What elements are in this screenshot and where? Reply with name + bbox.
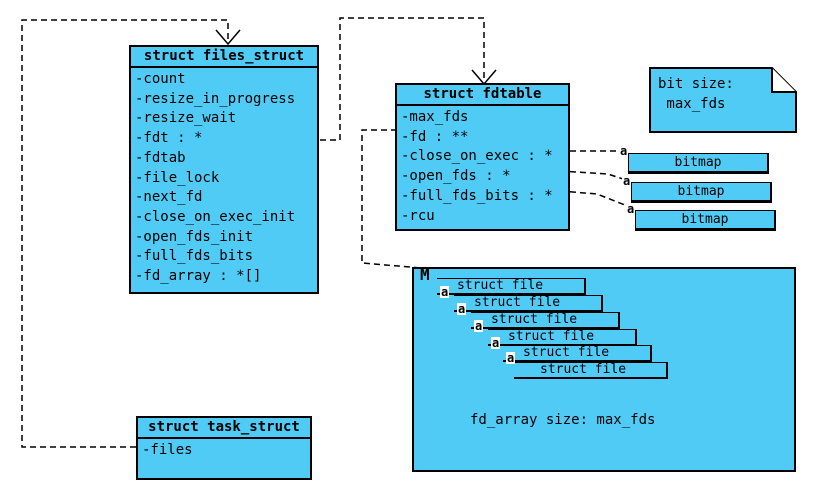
- task-struct-title: struct task_struct: [138, 418, 310, 439]
- struct-file-label: struct file: [508, 329, 595, 344]
- field-fdtable-0: -max_fds: [401, 109, 469, 125]
- field-files_struct-8: -open_fds_init: [135, 228, 254, 245]
- field-files_struct-10: -fd_array : *[]: [135, 268, 262, 285]
- field-task_struct-0: -files: [142, 442, 193, 458]
- connector-fdt-to-fdtable: [320, 17, 485, 141]
- struct-file-label: struct file: [540, 362, 627, 377]
- multiplicity-a-close-on-exec: a: [619, 144, 629, 158]
- struct-file-2[interactable]: struct file: [454, 295, 603, 312]
- struct-file-3[interactable]: struct file: [471, 312, 620, 329]
- struct-file-4[interactable]: struct file: [488, 329, 637, 346]
- struct-file-label: struct file: [457, 278, 544, 293]
- arrowhead-files-struct: [215, 29, 241, 46]
- multiplicity-a-file-1: a: [440, 285, 450, 299]
- struct-file-1[interactable]: struct file: [437, 278, 586, 295]
- field-fdtable-5: -rcu: [401, 207, 435, 224]
- multiplicity-a-full-fds-bits: a: [626, 202, 636, 216]
- task-struct-box[interactable]: struct task_struct -files: [136, 416, 312, 480]
- multiplicity-many: M: [420, 265, 430, 284]
- multiplicity-a-file-5: a: [506, 351, 516, 365]
- multiplicity-a-open-fds: a: [622, 174, 632, 188]
- field-fdtable-4: -full_fds_bits : *: [401, 187, 553, 204]
- struct-file-label: struct file: [474, 295, 561, 310]
- note-shape: [649, 67, 797, 133]
- bitmap-label: bitmap: [681, 212, 729, 227]
- fdtable-title: struct fdtable: [397, 85, 568, 106]
- field-files_struct-5: -file_lock: [135, 169, 220, 186]
- multiplicity-a-file-3: a: [474, 319, 484, 333]
- field-fdtable-1: -fd : **: [401, 128, 469, 145]
- fd-array-caption: fd_array size: max_fds: [470, 412, 656, 428]
- connector-full-fds-bits: [559, 190, 631, 208]
- connector-open-fds: [559, 170, 627, 181]
- field-files_struct-3: -fdt : *: [135, 130, 203, 147]
- connector-task-to-files: [21, 19, 229, 448]
- bitmap-label: bitmap: [677, 184, 725, 199]
- field-files_struct-6: -next_fd: [135, 189, 203, 206]
- field-files_struct-9: -full_fds_bits: [135, 248, 254, 265]
- note-fold: [771, 68, 796, 93]
- connector-fd-to-array: [361, 129, 423, 269]
- files-struct-title: struct files_struct: [131, 47, 317, 68]
- files-struct-fields: -count -resize_in_progress -resize_wait -fd…: [131, 68, 317, 287]
- field-files_struct-7: -close_on_exec_init: [135, 208, 296, 225]
- struct-file-label: struct file: [491, 312, 578, 327]
- bitmap-open-fds[interactable]: bitmap: [631, 182, 772, 203]
- field-files_struct-1: -resize_in_progress: [135, 90, 296, 107]
- bit-size-note: bit size: max_fds: [650, 68, 796, 132]
- field-files_struct-4: -fdtab: [135, 149, 186, 166]
- fdtable-fields: -max_fds -fd : ** -close_on_exec : * -open_…: [397, 106, 568, 226]
- bitmap-close-on-exec[interactable]: bitmap: [628, 153, 769, 174]
- struct-file-5[interactable]: struct file: [503, 345, 652, 362]
- bitmap-full-fds-bits[interactable]: bitmap: [635, 210, 776, 231]
- multiplicity-a-file-2: a: [457, 302, 467, 316]
- note-text: bit size: max_fds: [658, 76, 734, 112]
- field-fdtable-3: -open_fds : *: [401, 168, 511, 185]
- files-struct-box[interactable]: struct files_struct -count -resize_in_pro…: [129, 45, 319, 294]
- fdtable-box[interactable]: struct fdtable -max_fds -fd : ** -close_on…: [395, 83, 570, 231]
- struct-file-6[interactable]: struct file: [514, 362, 668, 379]
- task-struct-fields: -files: [138, 439, 310, 461]
- bitmap-label: bitmap: [674, 155, 722, 170]
- field-files_struct-0: -count: [135, 71, 186, 87]
- field-fdtable-2: -close_on_exec : *: [401, 148, 553, 165]
- multiplicity-a-file-4: a: [491, 336, 501, 350]
- field-files_struct-2: -resize_wait: [135, 110, 237, 127]
- struct-file-label: struct file: [523, 345, 610, 360]
